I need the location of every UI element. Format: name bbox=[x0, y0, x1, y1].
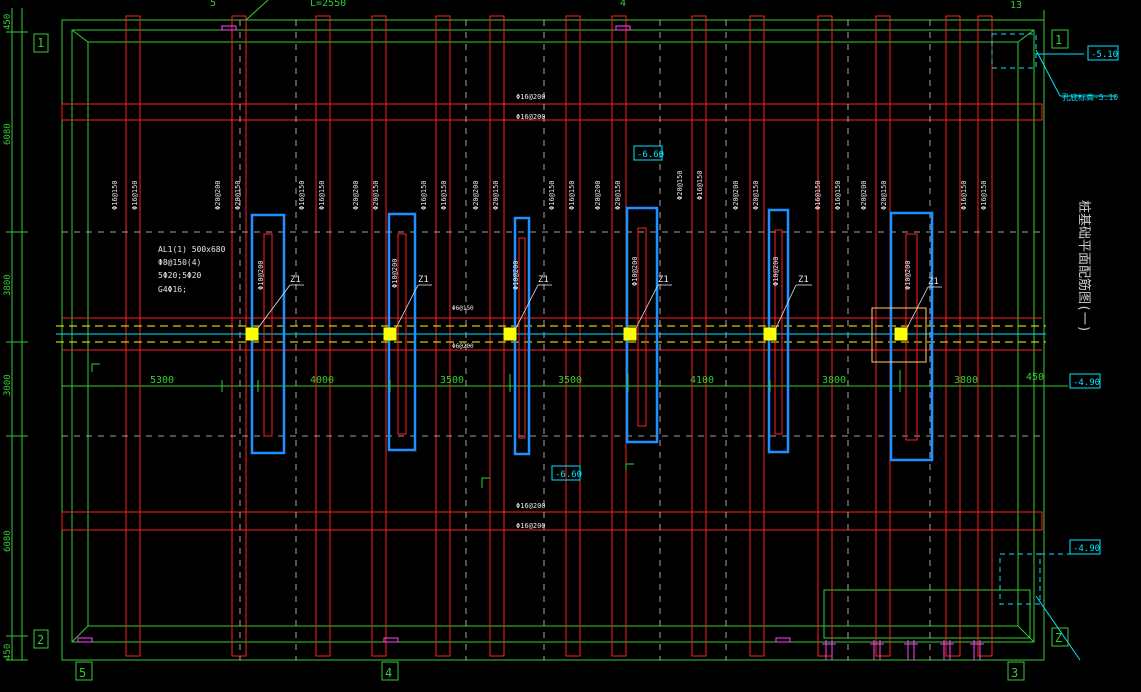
piles bbox=[245, 327, 908, 341]
column-rebar-6: Φ10@200 bbox=[904, 260, 912, 290]
beam-note-line4: G4Φ16; bbox=[158, 285, 187, 294]
strip-rebar-10: Φ16@150 bbox=[440, 180, 448, 210]
strip-rebar-5: Φ16@150 bbox=[298, 180, 306, 210]
left-axis-2: 2 bbox=[37, 633, 44, 647]
beam-note-line2: Φ8@150(4) bbox=[158, 258, 201, 267]
strip-rebar-25: Φ16@150 bbox=[960, 180, 968, 210]
elevation-boxes bbox=[551, 45, 1119, 555]
z1-leaders bbox=[257, 284, 942, 329]
left-dim-6080-top: 6080 bbox=[3, 123, 13, 145]
strip-rebar-12: Φ20@150 bbox=[492, 180, 500, 210]
dim-3800-a: 3800 bbox=[822, 375, 846, 386]
dim-5300: 5300 bbox=[150, 375, 174, 386]
strip-rebar-1: Φ16@150 bbox=[111, 180, 119, 210]
dim-3500-b: 3500 bbox=[558, 375, 582, 386]
dim-4000: 4000 bbox=[310, 375, 334, 386]
z1-label-2: Z1 bbox=[418, 275, 429, 285]
left-dim-450-top: 450 bbox=[3, 14, 13, 30]
left-dim-3800: 3800 bbox=[3, 274, 13, 296]
red-horizontal-bands bbox=[61, 103, 1043, 531]
strip-rebar-18: Φ16@150 bbox=[696, 170, 704, 200]
strip-rebar-21: Φ16@150 bbox=[814, 180, 822, 210]
strip-rebar-13: Φ16@150 bbox=[548, 180, 556, 210]
z1-label-6: Z1 bbox=[928, 277, 939, 287]
z1-label-5: Z1 bbox=[798, 275, 809, 285]
rebar-bottom-band-1: Φ16@200 bbox=[516, 502, 546, 510]
strip-rebar-20: Φ20@150 bbox=[752, 180, 760, 210]
rebar-tie-bottom: Φ6@200 bbox=[452, 343, 474, 350]
z1-label-3: Z1 bbox=[538, 275, 549, 285]
elev-center-top: -6.60 bbox=[637, 150, 664, 160]
strip-rebar-7: Φ20@200 bbox=[352, 180, 360, 210]
bottom-axis-5: 5 bbox=[79, 666, 86, 680]
strip-rebar-23: Φ20@200 bbox=[860, 180, 868, 210]
strip-rebar-19: Φ20@200 bbox=[732, 180, 740, 210]
bottom-axis-4: 4 bbox=[385, 666, 392, 680]
left-dim-3000: 3000 bbox=[3, 374, 13, 396]
rebar-bottom-band-2: Φ16@200 bbox=[516, 522, 546, 530]
top-axis-5: 5 bbox=[210, 0, 216, 9]
strip-rebar-6: Φ16@150 bbox=[318, 180, 326, 210]
left-dimension-ticks bbox=[6, 31, 28, 661]
dim-3500-a: 3500 bbox=[440, 375, 464, 386]
top-axis-3: 13 bbox=[1010, 0, 1022, 11]
z1-label-4: Z1 bbox=[658, 275, 669, 285]
strip-rebar-15: Φ20@200 bbox=[594, 180, 602, 210]
right-detail-boxes bbox=[991, 33, 1074, 605]
beam-centerlines bbox=[56, 325, 1046, 343]
strip-rebar-16: Φ20@150 bbox=[614, 180, 622, 210]
top-dim-label: L=2550 bbox=[310, 0, 346, 9]
right-axis-z: Z bbox=[1055, 631, 1062, 645]
left-dim-450-bottom: 450 bbox=[3, 644, 13, 660]
dim-3800-b: 3800 bbox=[954, 375, 978, 386]
axis-markers bbox=[33, 29, 1069, 681]
bottom-dimension-ticks bbox=[71, 370, 1019, 392]
strip-rebar-22: Φ16@150 bbox=[834, 180, 842, 210]
beam-note-line3: 5Φ20;5Φ20 bbox=[158, 271, 202, 280]
elev-top-right: -5.10 bbox=[1091, 50, 1118, 60]
column-rebar-4: Φ10@200 bbox=[631, 256, 639, 286]
dim-4100: 4100 bbox=[690, 375, 714, 386]
right-axis-1: 1 bbox=[1055, 33, 1062, 47]
elev-right-mid: -4.90 bbox=[1073, 378, 1100, 388]
rebar-top-band-2: Φ16@200 bbox=[516, 113, 546, 121]
beam-note-line1: AL1(1) 500x680 bbox=[158, 245, 226, 254]
column-rebar-1: Φ10@200 bbox=[257, 260, 265, 290]
elev-center-bottom: -6.60 bbox=[555, 470, 582, 480]
corner-brackets bbox=[91, 363, 634, 488]
strip-rebar-11: Φ20@200 bbox=[472, 180, 480, 210]
magenta-marks bbox=[77, 25, 984, 660]
selected-pile-box bbox=[871, 307, 927, 363]
column-rebar-2: Φ10@200 bbox=[391, 258, 399, 288]
rebar-tie-top: Φ6@150 bbox=[452, 305, 474, 312]
column-rebar-5: Φ10@200 bbox=[772, 256, 780, 286]
top-dim-leader bbox=[245, 0, 269, 21]
rebar-top-band-1: Φ16@200 bbox=[516, 93, 546, 101]
side-note: 桩基础平面配筋图(一) bbox=[1076, 200, 1092, 333]
strip-rebar-4: Φ20@150 bbox=[234, 180, 242, 210]
column-rebar-3: Φ10@200 bbox=[512, 260, 520, 290]
strip-rebar-9: Φ16@150 bbox=[420, 180, 428, 210]
strip-rebar-3: Φ20@200 bbox=[214, 180, 222, 210]
left-dim-6080-bottom: 6080 bbox=[3, 530, 13, 552]
left-axis-1: 1 bbox=[37, 36, 44, 50]
elev-right-low: -4.90 bbox=[1073, 544, 1100, 554]
strip-rebar-24: Φ20@150 bbox=[880, 180, 888, 210]
dashed-reference-lines bbox=[62, 20, 1044, 660]
strip-rebar-14: Φ16@150 bbox=[568, 180, 576, 210]
strip-rebar-8: Φ20@150 bbox=[372, 180, 380, 210]
dim-450: 450 bbox=[1026, 372, 1044, 383]
strip-rebar-2: Φ16@150 bbox=[131, 180, 139, 210]
top-axis-4: 4 bbox=[620, 0, 626, 9]
elev-top-right-note: 孔底标高-5.10 bbox=[1062, 92, 1118, 102]
z1-label-1: Z1 bbox=[290, 275, 301, 285]
strip-rebar-17: Φ20@150 bbox=[676, 170, 684, 200]
bottom-axis-3: 3 bbox=[1011, 666, 1018, 680]
strip-rebar-26: Φ16@150 bbox=[980, 180, 988, 210]
